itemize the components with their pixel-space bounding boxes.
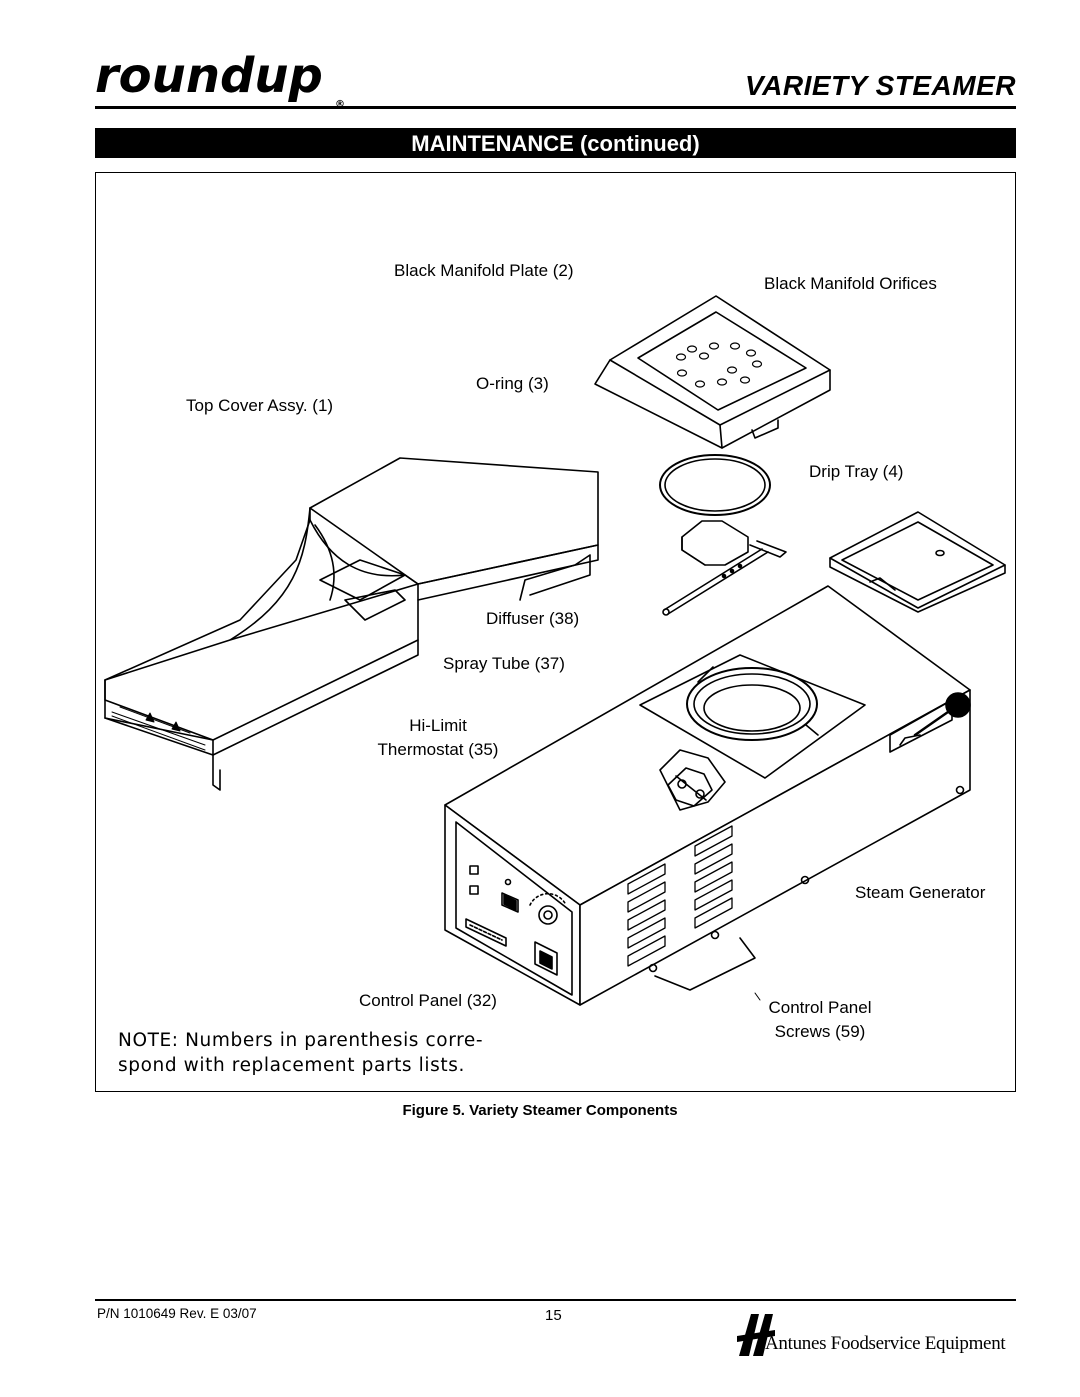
warning-label [111, 706, 206, 751]
manifold-orifices [675, 342, 763, 388]
manifold-plate-illustration [594, 295, 831, 449]
section-title: MAINTENANCE (continued) [95, 128, 1016, 158]
label-hi-limit-line2: Thermostat (35) [377, 740, 499, 759]
figure-frame [95, 172, 1016, 1092]
label-hi-limit-thermostat: Hi-Limit Thermostat (35) [368, 716, 508, 760]
registered-mark: ® [335, 99, 345, 110]
label-control-panel: Control Panel (32) [359, 991, 497, 1010]
footer-rule [95, 1299, 1016, 1301]
top-cover-illustration [104, 457, 599, 791]
label-o-ring: O-ring (3) [476, 374, 549, 393]
company-name: Antunes Foodservice Equipment [765, 1333, 1006, 1354]
diffuser-illustration [681, 520, 749, 566]
parts-note-line2: spond with replacement parts lists. [118, 1055, 465, 1076]
label-black-manifold-plate: Black Manifold Plate (2) [394, 261, 574, 280]
label-drip-tray: Drip Tray (4) [809, 462, 904, 481]
label-diffuser: Diffuser (38) [486, 609, 580, 628]
antunes-logo-icon [737, 1314, 775, 1356]
drip-tray-illustration [829, 511, 1006, 613]
steam-generator-illustration [444, 585, 971, 1006]
label-screws-line1: Control Panel [768, 998, 872, 1017]
label-spray-tube: Spray Tube (37) [443, 654, 565, 673]
control-panel-illustration [465, 865, 567, 976]
figure-caption: Figure 5. Variety Steamer Components [402, 1102, 678, 1119]
spray-tube-illustration [662, 540, 787, 616]
roundup-logo: roundup ® [95, 52, 345, 110]
label-black-manifold-orifices: Black Manifold Orifices [764, 274, 937, 293]
parts-note: NOTE: Numbers in parenthesis corre- spon… [118, 1028, 483, 1078]
roundup-logo-text: roundup [95, 52, 323, 104]
label-top-cover: Top Cover Assy. (1) [186, 396, 334, 415]
vent-slots [627, 825, 733, 967]
o-ring-illustration [659, 454, 771, 516]
label-control-panel-screws: Control Panel Screws (59) [755, 998, 885, 1042]
part-number: P/N 1010649 Rev. E 03/07 [97, 1306, 257, 1321]
label-screws-line2: Screws (59) [774, 1022, 866, 1041]
steamer-exploded-diagram [104, 295, 1006, 1006]
parts-note-line1: NOTE: Numbers in parenthesis corre- [118, 1030, 484, 1051]
page-number: 15 [545, 1307, 562, 1324]
label-steam-generator: Steam Generator [855, 883, 986, 902]
document-title: VARIETY STEAMER [745, 70, 1016, 101]
header-rule [95, 106, 1016, 109]
label-hi-limit-line1: Hi-Limit [409, 716, 467, 735]
